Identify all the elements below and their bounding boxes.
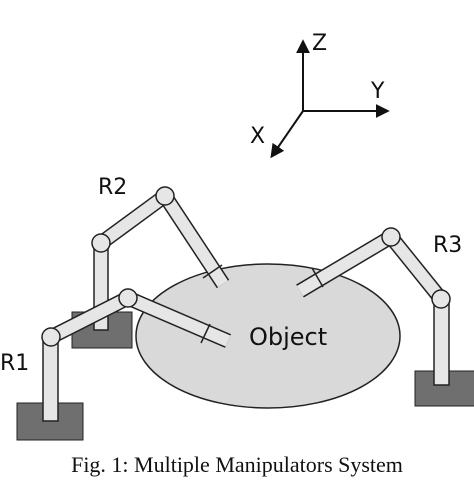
r1-end-link-fill — [125, 292, 231, 347]
x-axis — [270, 110, 304, 159]
r3-lower-link — [433, 298, 450, 386]
coordinate-frame: Z Y X — [250, 31, 390, 159]
r2-upper-link-fill — [97, 191, 169, 248]
object-ellipse — [135, 263, 401, 409]
r3-grip-tick — [311, 267, 324, 288]
figure-caption: Fig. 1: Multiple Manipulators System — [71, 452, 403, 477]
r3-label: R3 — [433, 233, 462, 258]
r3-joint-1 — [431, 289, 451, 309]
robot-r3: R3 — [296, 227, 474, 407]
r2-joint-1 — [91, 233, 111, 253]
r1-label: R1 — [0, 351, 29, 376]
r3-end-link-fill — [296, 231, 395, 297]
r3-upper-link-fill — [386, 233, 446, 303]
r2-label: R2 — [98, 175, 127, 200]
r1-joint-1 — [41, 327, 61, 347]
robot-r1: R1 — [0, 288, 231, 441]
x-axis-label: X — [250, 124, 265, 149]
r3-joint-2 — [381, 227, 401, 247]
r1-joint-2 — [118, 288, 138, 308]
r1-upper-link-fill — [48, 292, 131, 343]
object-label: Object — [249, 323, 327, 351]
r2-grip-tick — [202, 264, 223, 279]
r1-lower-link — [42, 336, 59, 422]
z-axis-label: Z — [312, 31, 327, 56]
r2-end-link-fill — [159, 192, 229, 288]
r1-grip-tick — [200, 323, 211, 344]
y-axis-label: Y — [370, 79, 385, 104]
r2-joint-2 — [155, 186, 175, 206]
